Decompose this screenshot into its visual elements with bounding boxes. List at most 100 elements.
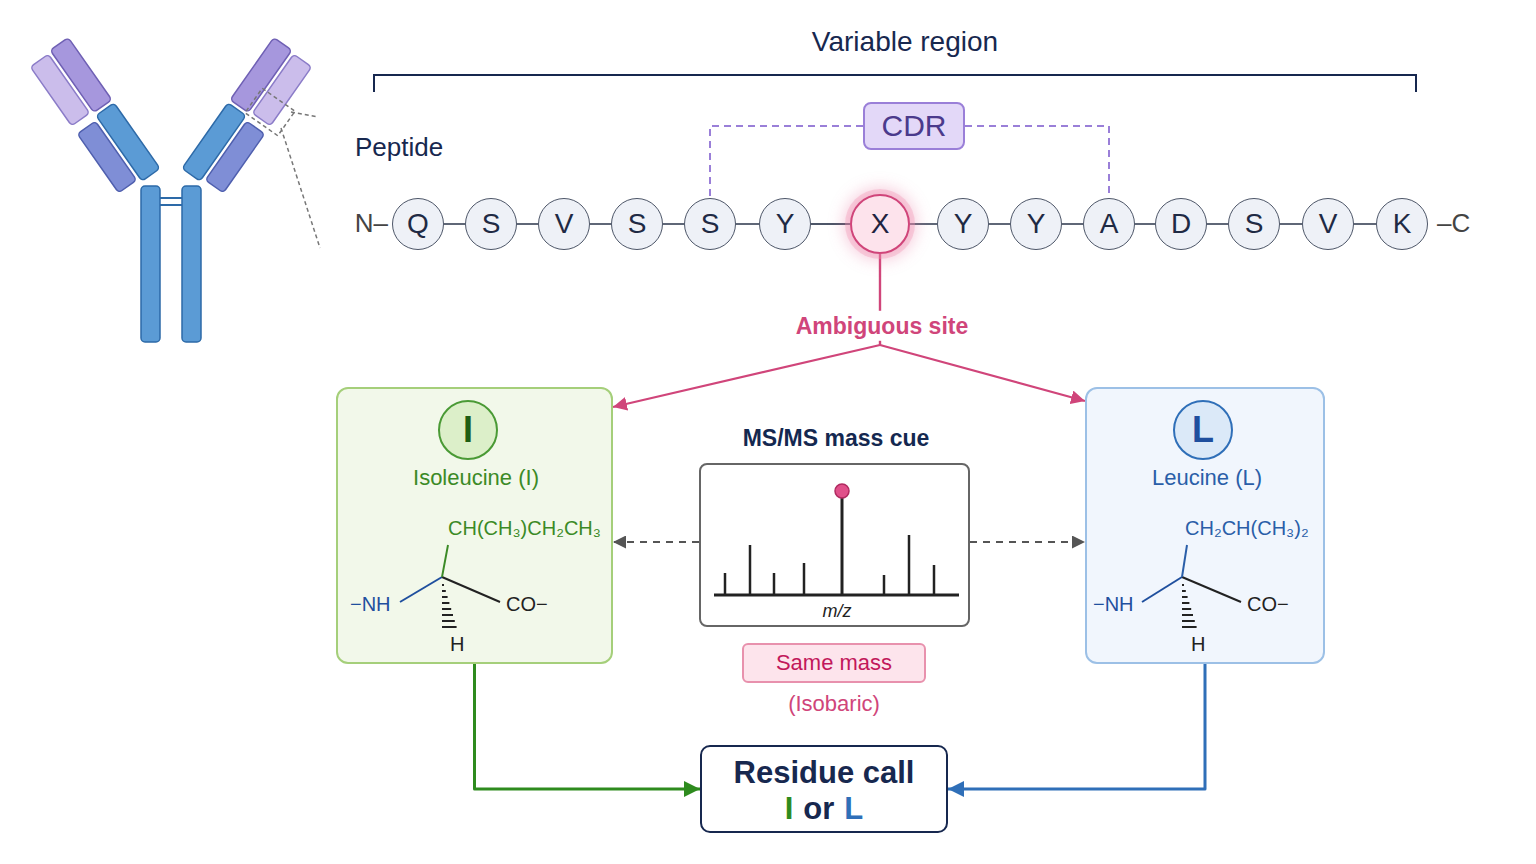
node-text: S [701,210,720,238]
hashed-wedge [442,608,451,610]
hashed-wedge [1182,584,1184,586]
spectrum-peak [933,565,936,595]
spectrum-peak [749,545,752,595]
hashed-wedge [442,614,453,616]
node-text: A [1100,210,1119,238]
node-text: L [844,793,863,824]
node-text: MS/MS mass cue [743,425,930,451]
connector [970,541,1085,543]
node-text: Y [776,210,795,238]
node-text: I [463,412,473,448]
hashed-wedge [1182,620,1195,622]
spectrum-peak [908,535,911,595]
light-constant [205,121,264,193]
node-text: CH₂CH(CH₃)₂ [1185,517,1309,540]
hashed-wedge [1182,608,1191,610]
connector [590,223,611,225]
connector [663,223,684,225]
hinge-bond [160,197,182,199]
leucine-panel: Leucine (L)CH₂CH(CH₃)₂−NHCO−HL [1085,387,1325,664]
hinge-bond [160,204,182,206]
terminus-label: N– [355,209,388,239]
spectrum-peak [773,573,776,595]
node-text: Y [1027,210,1046,238]
hashed-wedge [1182,590,1186,592]
heavy-chain-stem [141,186,160,342]
node-text: −NH [1093,593,1134,616]
node-text: H [1191,633,1205,656]
node-text: Same mass [776,652,892,674]
residue-circle: K [1376,198,1428,250]
residue-circle: S [611,198,663,250]
residue-circle: V [1302,198,1354,250]
node-text: S [1245,210,1264,238]
node-text: or [803,793,834,824]
node-text: S [482,210,501,238]
node-text: X [871,210,890,238]
residue-circle: Y [759,198,811,250]
spectrum-peak [841,489,844,595]
hashed-wedge [442,596,448,598]
text-row: IorL [702,793,946,824]
residue-circle: S [1228,198,1280,250]
side-chain-bond [442,545,448,577]
note-label: (Isobaric) [788,691,880,716]
carbonyl-bond [1182,577,1241,602]
node-text: CO− [1247,593,1289,616]
connector [1135,223,1155,225]
residue-circle: Y [937,198,989,250]
connector [517,223,538,225]
node-text: Leucine (L) [1152,465,1262,490]
node-text: Isoleucine (I) [413,465,539,490]
connector [1207,223,1228,225]
connector [736,223,759,225]
region-bracket [374,75,1416,92]
terminus-label: –C [1437,209,1470,239]
residue-circle: A [1083,198,1135,250]
node-text: CDR [882,111,947,141]
light-constant [77,121,136,193]
connector [910,223,937,225]
carbonyl-bond [442,577,500,602]
residue-badge: I [438,400,498,460]
connector [444,223,465,225]
connector [1354,223,1376,225]
connector [710,126,863,198]
hashed-wedge [442,602,449,604]
residue-circle: V [538,198,590,250]
residue-circle: D [1155,198,1207,250]
hashed-wedge [1182,596,1188,598]
zoom-line [291,112,318,117]
result-box: Residue callIorL [700,745,948,833]
residue-circle: Y [1010,198,1062,250]
node-text: H [450,633,464,656]
residue-circle: S [684,198,736,250]
connector [965,126,1109,198]
connector [811,223,850,225]
connector [475,664,701,789]
hashed-wedge [442,584,444,586]
connector [613,541,699,543]
light-variable [252,54,311,126]
hashed-wedge [442,620,455,622]
spectrum-peak [724,573,727,595]
node-text: CH(CH₃)CH₂CH₃ [448,517,601,540]
connector [948,664,1205,789]
hashed-wedge [1182,626,1197,628]
hashed-wedge [1182,614,1193,616]
site-label: Ambiguous site [790,311,975,341]
node-text: V [555,210,574,238]
hashed-wedge [1182,602,1189,604]
ambiguous-residue: X [850,194,910,254]
highlight-peak [835,484,849,498]
connector [989,223,1010,225]
residue-circle: Q [392,198,444,250]
hashed-wedge [442,590,446,592]
node-text: Q [407,210,429,238]
amine-bond [1142,577,1182,602]
zoom-line [281,128,320,248]
node-text: CO− [506,593,548,616]
antibody-figure [30,38,320,342]
connector [1280,223,1302,225]
